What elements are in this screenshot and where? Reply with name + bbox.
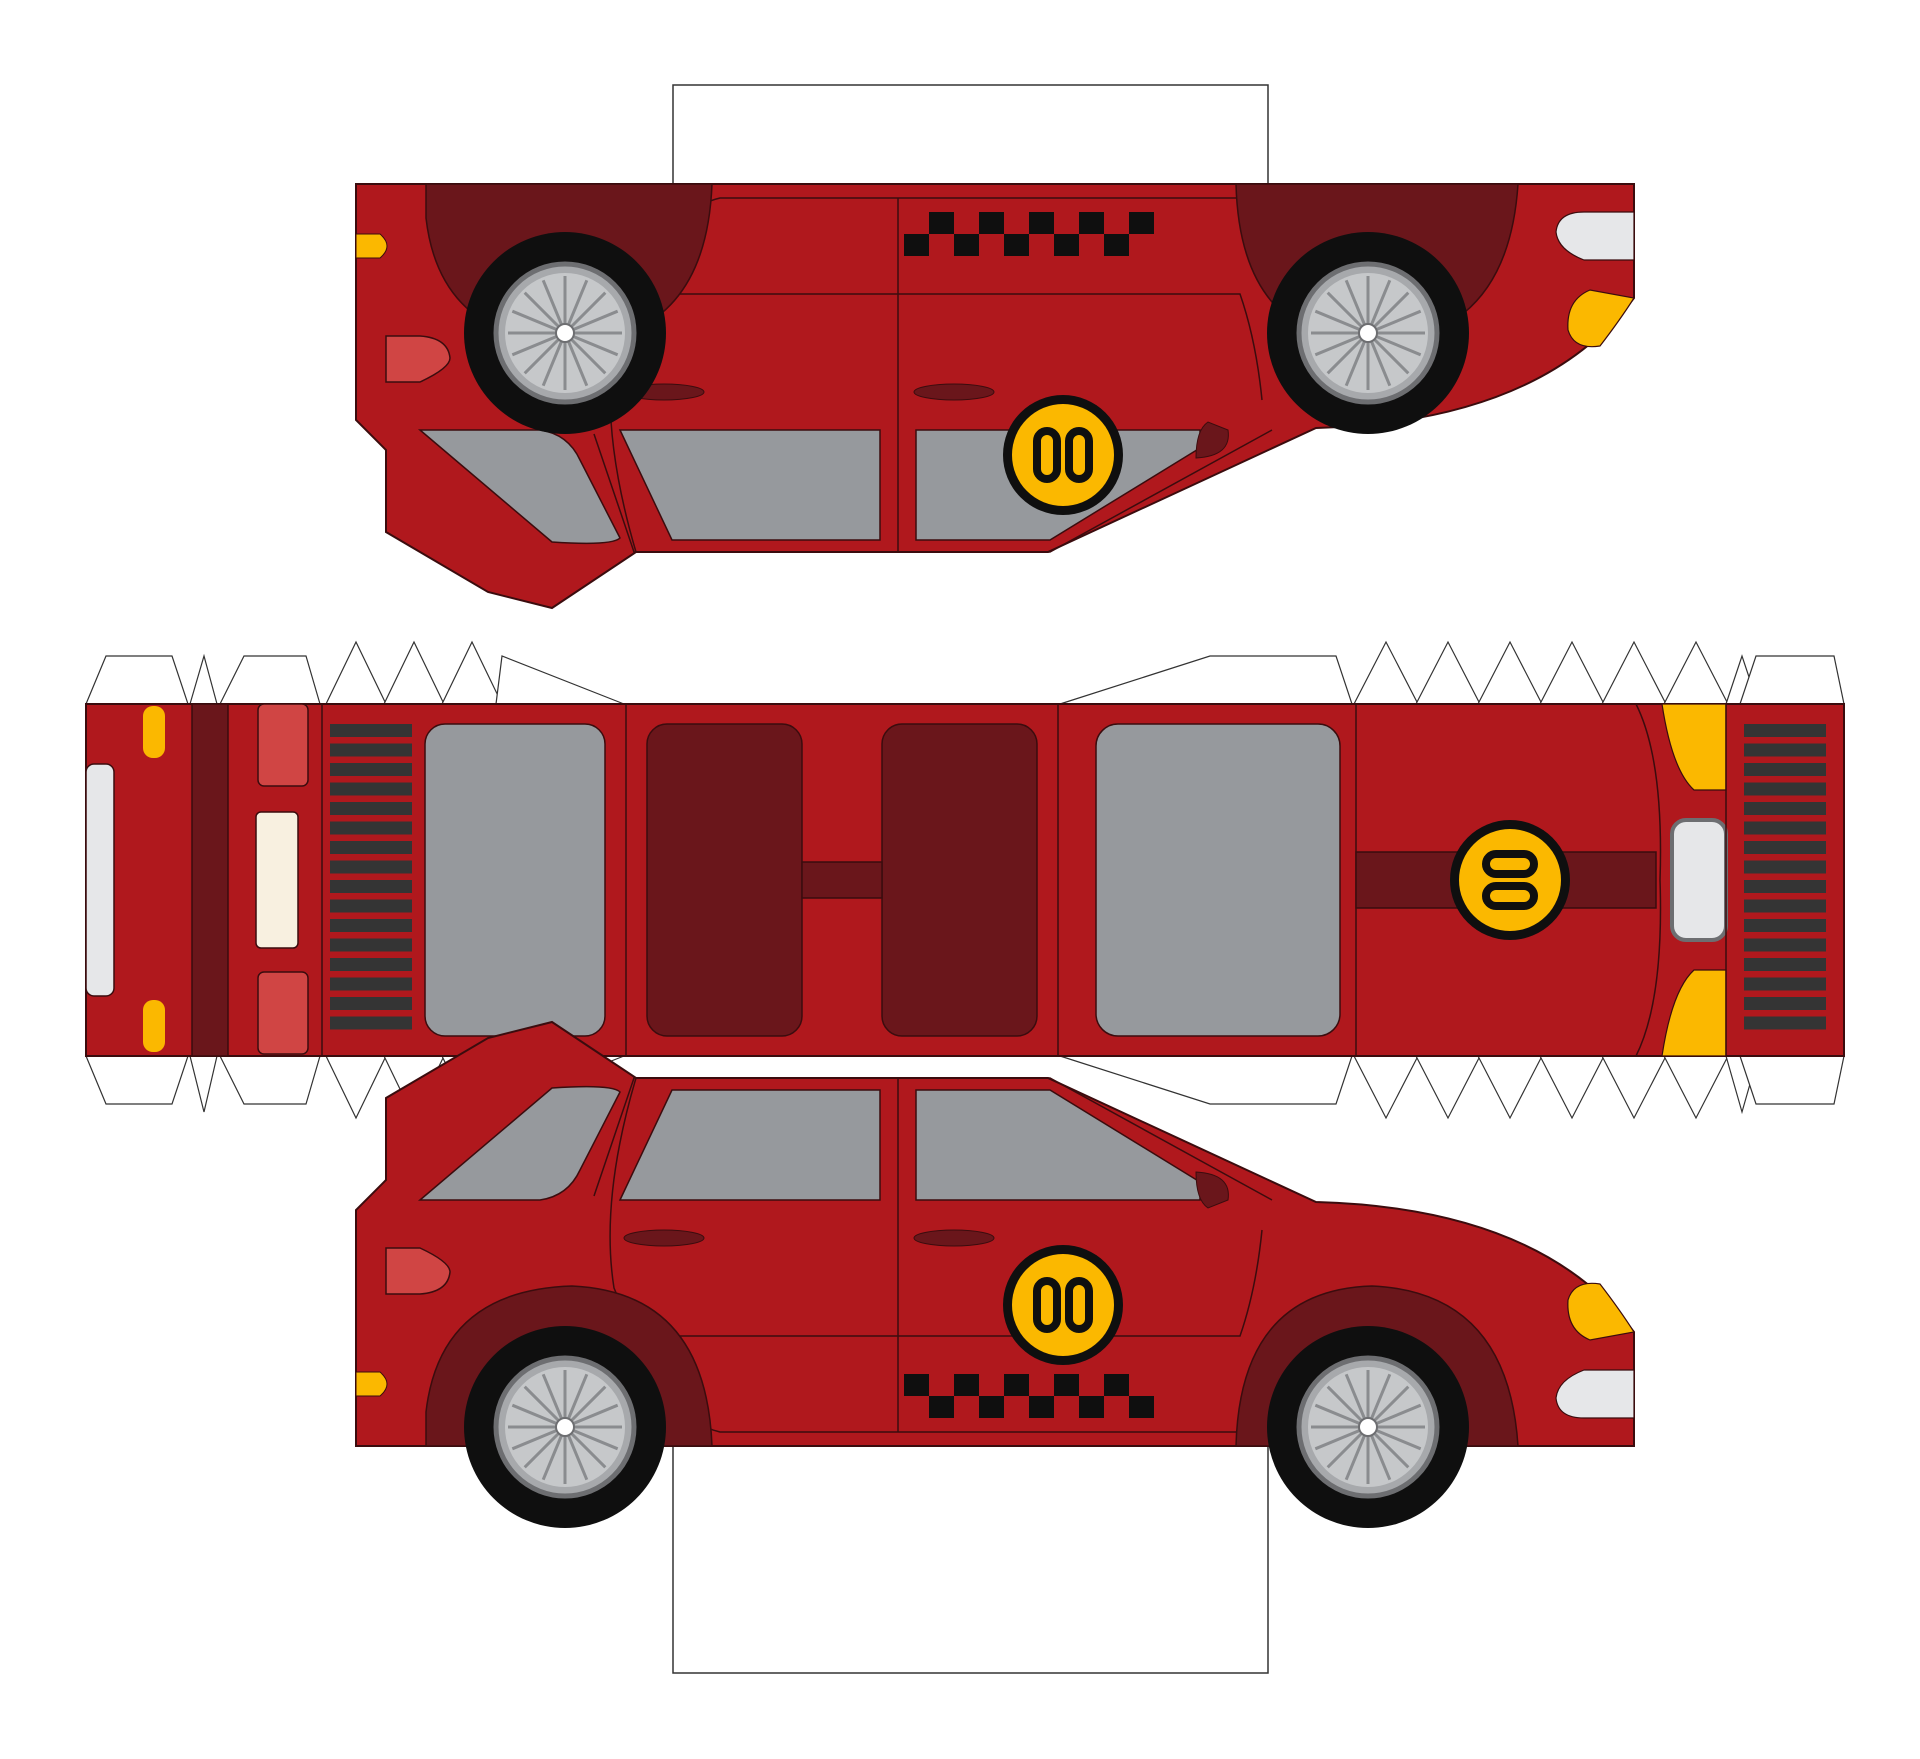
zigzag-tabs-top — [85, 640, 1845, 705]
hood-panel — [1355, 703, 1728, 1057]
license-plate — [255, 811, 299, 949]
grille-slot — [330, 860, 412, 874]
headlight-icon — [1567, 289, 1635, 348]
wheel-icon — [464, 1326, 666, 1528]
grille-slot — [330, 724, 412, 737]
grille-slot — [1744, 802, 1826, 815]
taillight-icon — [257, 971, 309, 1055]
grille-slot — [1744, 821, 1826, 835]
checkered-stripe-icon — [904, 1374, 1154, 1418]
grille-slot — [1744, 938, 1826, 952]
grille-slot — [330, 782, 412, 796]
rear-indicator-icon — [143, 1000, 165, 1052]
grille-slot — [330, 977, 412, 991]
grille-slot — [1744, 977, 1826, 991]
race-number-badge-icon — [1450, 820, 1570, 940]
front-door-window — [915, 1089, 1201, 1201]
headlight-icon — [1661, 969, 1727, 1057]
grille-slot — [330, 880, 412, 893]
grille-slot — [1744, 899, 1826, 913]
wheel-icon — [1267, 232, 1469, 434]
grille-slot — [330, 821, 412, 835]
rear-indicator-icon — [355, 233, 388, 259]
grille-slot — [330, 899, 412, 913]
grille-slot — [1744, 919, 1826, 932]
taillight-icon — [385, 1247, 451, 1295]
grille-slot — [1744, 880, 1826, 893]
side-mirror — [1195, 1171, 1229, 1209]
grille-slot — [1744, 1016, 1826, 1030]
front-light-icon — [1555, 1369, 1635, 1419]
car-side-lower — [355, 1020, 1635, 1447]
grille-slot — [330, 938, 412, 952]
race-number-label: 00 — [0, 0, 2, 1]
grille-slot — [1744, 997, 1826, 1010]
rear-end-panel — [85, 703, 323, 1057]
rear-quarter-window — [417, 1085, 621, 1201]
grille-slot — [330, 802, 412, 815]
wheel-icon — [1267, 1326, 1469, 1528]
headlight-icon — [1567, 1282, 1635, 1341]
grille-icon — [1744, 724, 1826, 1030]
grille-slot — [1744, 763, 1826, 776]
grille-slot — [330, 841, 412, 854]
door-handle — [913, 1229, 995, 1247]
grille-slot — [1744, 958, 1826, 971]
taillight-icon — [257, 703, 309, 787]
car-top-view-strip — [85, 703, 1845, 1057]
door-handle — [913, 383, 995, 401]
rear-bumper-light-icon — [85, 763, 115, 997]
front-light-icon — [1555, 211, 1635, 261]
grille-slot — [1744, 782, 1826, 796]
grille-slot — [1744, 841, 1826, 854]
front-emblem-icon — [1670, 818, 1728, 942]
grille-slot — [1744, 860, 1826, 874]
grille-icon — [330, 724, 412, 1030]
roof-panel — [646, 723, 1038, 1037]
checkered-stripe-icon — [904, 212, 1154, 256]
bottom-glue-tab — [672, 1439, 1269, 1674]
grille-slot — [330, 763, 412, 776]
rear-indicator-icon — [355, 1371, 388, 1397]
taillight-icon — [385, 335, 451, 383]
rear-door-window — [618, 429, 881, 541]
grille-slot — [330, 743, 412, 757]
grille-slot — [330, 919, 412, 932]
door-handle — [623, 1229, 705, 1247]
race-number-badge-icon — [1003, 395, 1123, 515]
side-mirror — [1195, 421, 1229, 459]
rear-indicator-icon — [143, 706, 165, 758]
windshield — [1095, 723, 1341, 1037]
race-number-badge-icon — [1003, 1245, 1123, 1365]
rear-quarter-window — [417, 429, 621, 545]
grille-slot — [330, 958, 412, 971]
headlight-icon — [1661, 703, 1727, 791]
grille-slot — [330, 997, 412, 1010]
rear-window — [424, 723, 606, 1037]
grille-slot — [1744, 743, 1826, 757]
grille-slot — [330, 1016, 412, 1030]
rear-door-window — [618, 1089, 881, 1201]
grille-slot — [1744, 724, 1826, 737]
wheel-icon — [464, 232, 666, 434]
zigzag-tabs-bottom — [85, 1055, 1845, 1120]
